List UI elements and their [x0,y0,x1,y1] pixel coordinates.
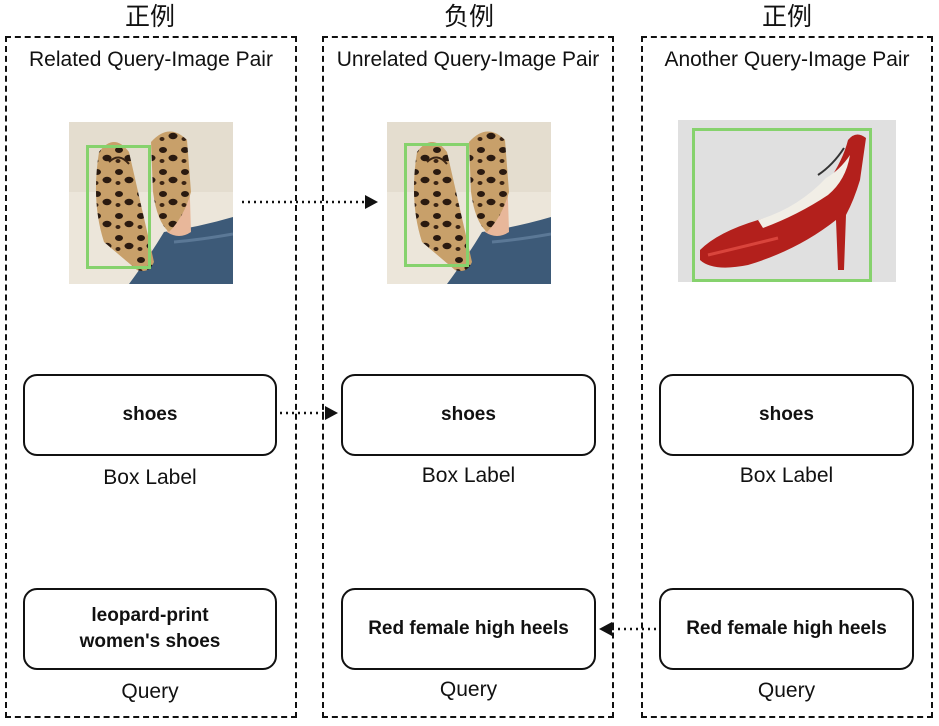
column-heading-positive-1: 正例 [124,3,175,31]
arrow-query-to-unrelated [599,622,656,636]
bounding-box [86,145,151,269]
box-label-value: shoes [122,404,178,425]
column-heading-negative: 负例 [443,3,494,31]
bounding-box [692,128,872,282]
box-label-card: shoes [659,374,914,456]
query-card: Red female high heels [341,588,596,670]
box-label-card: shoes [23,374,277,456]
column-heading-positive-2: 正例 [761,3,812,31]
query-card: Red female high heels [659,588,914,670]
box-label-caption: Box Label [421,464,516,487]
leopard-shoes-photo [69,122,233,284]
bounding-box [404,143,469,267]
panel-another-pair: Another Query-Image Pair [641,36,933,718]
box-label-value: shoes [441,404,496,425]
panel-title: Unrelated Query-Image Pair [336,48,600,71]
box-label-value: shoes [759,404,814,425]
query-card: leopard-print women's shoes [23,588,277,670]
arrow-boxlabel-to-unrelated [280,406,338,420]
red-high-heel-photo [678,120,896,282]
query-value: Red female high heels [368,618,569,639]
query-caption: Query [757,679,816,702]
leopard-shoes-photo [387,122,551,284]
query-value: leopard-print women's shoes [79,605,221,652]
query-value: Red female high heels [686,618,887,639]
box-label-caption: Box Label [739,464,834,487]
panel-title: Another Query-Image Pair [664,48,910,71]
box-label-card: shoes [341,374,596,456]
box-label-caption: Box Label [103,466,197,489]
panel-title: Related Query-Image Pair [29,48,273,71]
panel-related-pair: Related Query-Image Pair [5,36,297,718]
panel-unrelated-pair: Unrelated Query-Image Pair [322,36,614,718]
query-caption: Query [439,678,498,701]
arrow-image-to-unrelated [242,195,378,209]
query-caption: Query [121,680,179,703]
